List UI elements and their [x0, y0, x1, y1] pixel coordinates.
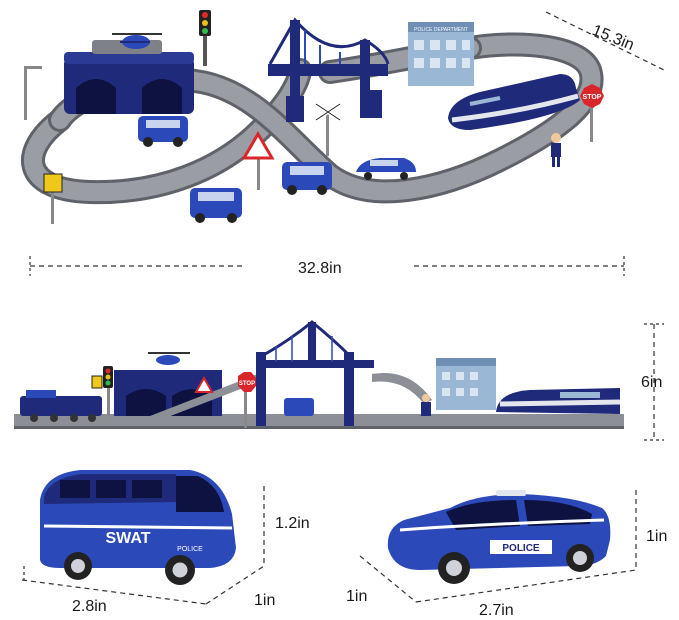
police-figure-top	[551, 133, 561, 167]
tunnel	[64, 40, 194, 114]
helicopter-side	[148, 352, 190, 365]
bullet-train-top	[448, 74, 580, 130]
swat-length-label: 2.8in	[72, 598, 107, 615]
police-building-side	[436, 358, 496, 410]
police-van-2	[282, 162, 332, 195]
police-van-3	[190, 188, 242, 223]
track-set-side-view: STOP	[14, 320, 624, 429]
length-label: 32.8in	[298, 260, 342, 277]
police-car-height-label: 1in	[646, 528, 668, 545]
height-dimension-line	[644, 323, 664, 441]
warning-sign-side	[194, 375, 214, 393]
swat-van-label: SWAT	[105, 530, 150, 547]
height-label: 6in	[641, 374, 663, 391]
railroad-crossing-sign	[314, 102, 342, 156]
police-van-1	[138, 116, 188, 147]
police-car-top	[356, 158, 416, 180]
stop-sign-side: STOP	[238, 372, 256, 428]
ramp-left	[150, 374, 264, 420]
police-car: POLICE	[387, 490, 611, 584]
tunnel-sign-side	[91, 375, 103, 389]
police-figure-side	[421, 394, 431, 416]
swat-height-label: 1.2in	[275, 515, 310, 532]
stop-sign-side-text: STOP	[239, 381, 255, 387]
police-car-length-label: 2.7in	[479, 602, 514, 619]
traffic-light-side	[103, 366, 113, 416]
helicopter-top	[112, 33, 162, 49]
police-department-sign: POLICE DEPARTMENT	[414, 27, 468, 33]
tunnel-sign-top	[43, 173, 63, 224]
stop-sign-text: STOP	[583, 94, 602, 101]
depth-dimension-line	[545, 11, 665, 71]
ramp-right	[372, 373, 432, 404]
track-set-top-view: POLICE DEPARTMENT STOP	[21, 10, 604, 224]
length-dimension-line	[29, 256, 625, 276]
freight-locomotive	[20, 390, 102, 422]
bullet-train-side	[496, 388, 621, 414]
swat-van-police-label: POLICE	[177, 546, 203, 553]
swat-dimension-lines	[21, 486, 265, 605]
suspension-bridge-top	[268, 17, 390, 122]
traffic-light-top	[199, 10, 211, 66]
lamp-post-top	[24, 66, 42, 120]
police-car-label: POLICE	[502, 543, 540, 554]
stop-sign-top: STOP	[580, 84, 604, 142]
suspension-bridge-side	[256, 320, 374, 426]
police-building-top: POLICE DEPARTMENT	[408, 22, 474, 86]
swat-van: SWAT POLICE	[40, 470, 236, 585]
swat-depth-label: 1in	[254, 592, 276, 609]
police-car-depth-label: 1in	[346, 588, 368, 605]
police-car-dimension-lines	[359, 490, 637, 603]
warning-sign-top	[241, 131, 275, 190]
